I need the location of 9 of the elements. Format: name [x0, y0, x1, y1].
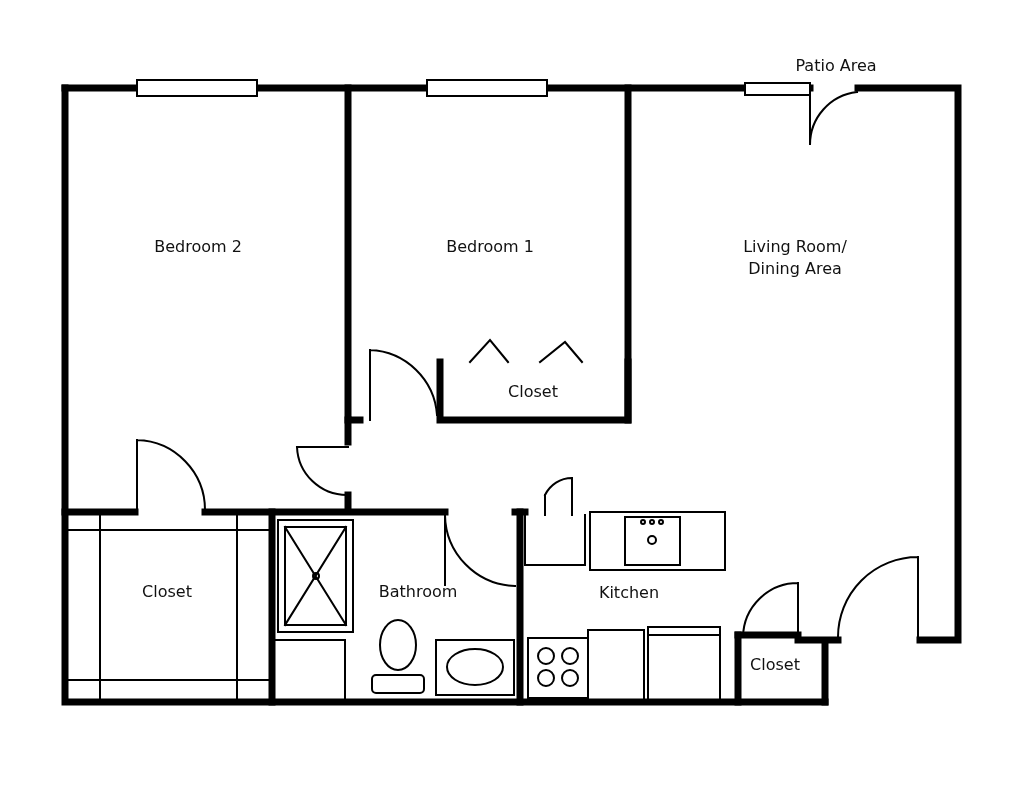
- room-label: Bathroom: [378, 581, 458, 603]
- area-label: Patio Area: [795, 55, 877, 77]
- room-label: Bedroom 2: [154, 236, 242, 258]
- room-label: Closet: [142, 581, 192, 603]
- room-label: Closet: [508, 381, 558, 403]
- room-label: Closet: [750, 654, 800, 676]
- room-label: Living Room/ Dining Area: [742, 236, 848, 280]
- room-label: Kitchen: [598, 582, 660, 604]
- room-label: Bedroom 1: [446, 236, 534, 258]
